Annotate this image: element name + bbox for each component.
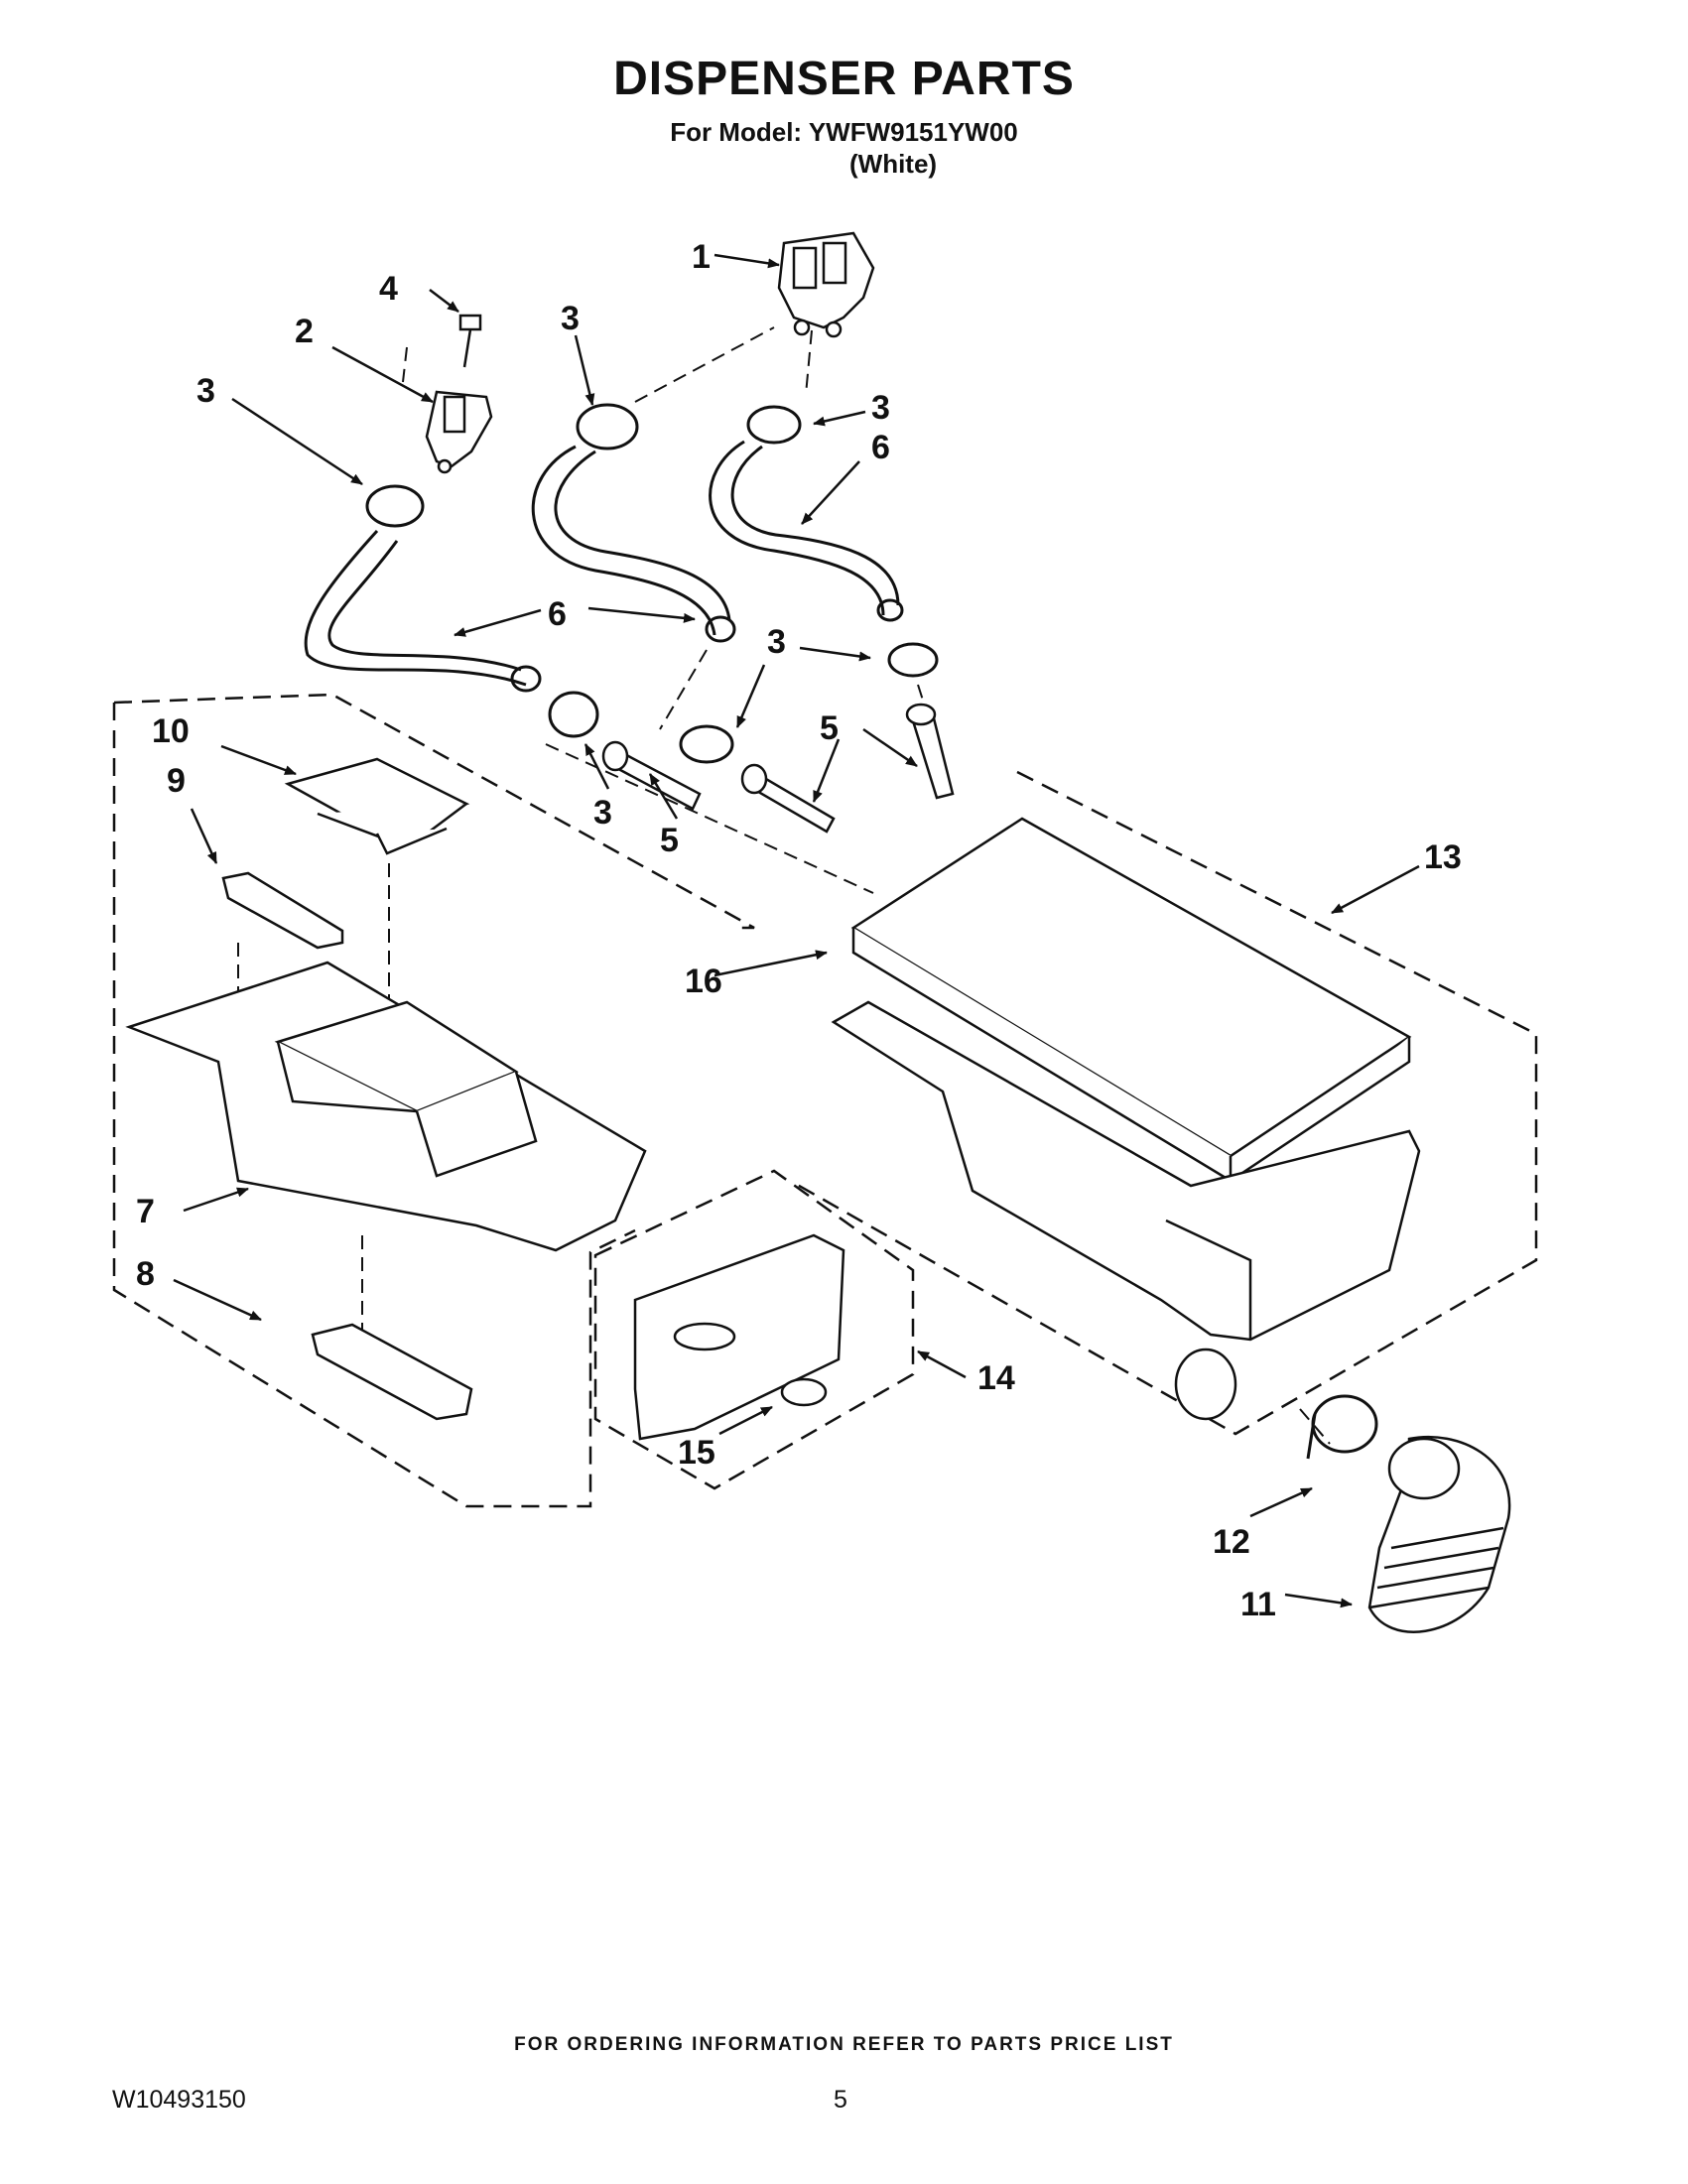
callout-13: 13	[1424, 838, 1462, 876]
siphon-cap	[221, 871, 344, 950]
callout-10: 10	[152, 712, 190, 750]
callout-11: 11	[1240, 1586, 1276, 1623]
model-line: For Model: YWFW9151YW00	[670, 117, 1018, 147]
housing-group-outline	[793, 770, 1538, 1436]
fill-hoses	[304, 440, 904, 693]
callout-4: 4	[379, 270, 398, 308]
callout-7: 7	[136, 1193, 155, 1230]
hose-clamps	[365, 403, 939, 764]
drawer-front-panel	[633, 1233, 845, 1441]
dual-water-valve	[777, 231, 875, 338]
callout-12: 12	[1213, 1523, 1250, 1561]
dispenser-drawer	[125, 961, 647, 1252]
hose-clamp-large	[1306, 1394, 1378, 1460]
callout-3c: 3	[871, 389, 890, 427]
callout-arrows	[173, 253, 1420, 1608]
callout-3e: 3	[593, 794, 612, 832]
callout-2: 2	[295, 313, 314, 350]
drawer-group-outline	[112, 703, 636, 1508]
assembly-group-outlines	[112, 693, 1538, 1508]
panel-lens	[780, 1377, 828, 1407]
connector-tubes	[601, 703, 955, 834]
dispenser-housing	[831, 1000, 1421, 1421]
panel-group-outline	[593, 1169, 915, 1490]
callout-3a: 3	[561, 300, 580, 337]
bellows-hose	[1367, 1435, 1511, 1633]
callout-8: 8	[136, 1255, 155, 1293]
screw	[458, 314, 482, 368]
callout-5b: 5	[660, 822, 679, 859]
housing-cover	[850, 817, 1412, 1184]
document-number: W10493150	[112, 2086, 246, 2114]
callout-6a: 6	[871, 429, 890, 466]
callout-16: 16	[685, 963, 722, 1000]
callout-3b: 3	[196, 372, 215, 410]
callout-5a: 5	[820, 709, 839, 747]
callout-1: 1	[692, 238, 711, 276]
page-title: DISPENSER PARTS	[613, 53, 1075, 105]
callout-15: 15	[678, 1434, 715, 1472]
drawer-insert	[311, 1323, 473, 1421]
color-line: (White)	[849, 149, 938, 179]
callout-14: 14	[977, 1359, 1015, 1397]
callout-labels: 1 4 2 3 3 3 6 6 3 5 3 5 10 9 13 16 7 8 1…	[136, 238, 1462, 1623]
ordering-note: FOR ORDERING INFORMATION REFER TO PARTS …	[514, 2034, 1174, 2055]
callout-9: 9	[167, 762, 186, 800]
page-number: 5	[834, 2086, 847, 2114]
softener-cup	[284, 757, 470, 855]
callout-3d: 3	[767, 623, 786, 661]
callout-6b: 6	[548, 595, 567, 633]
single-water-valve	[425, 390, 493, 474]
